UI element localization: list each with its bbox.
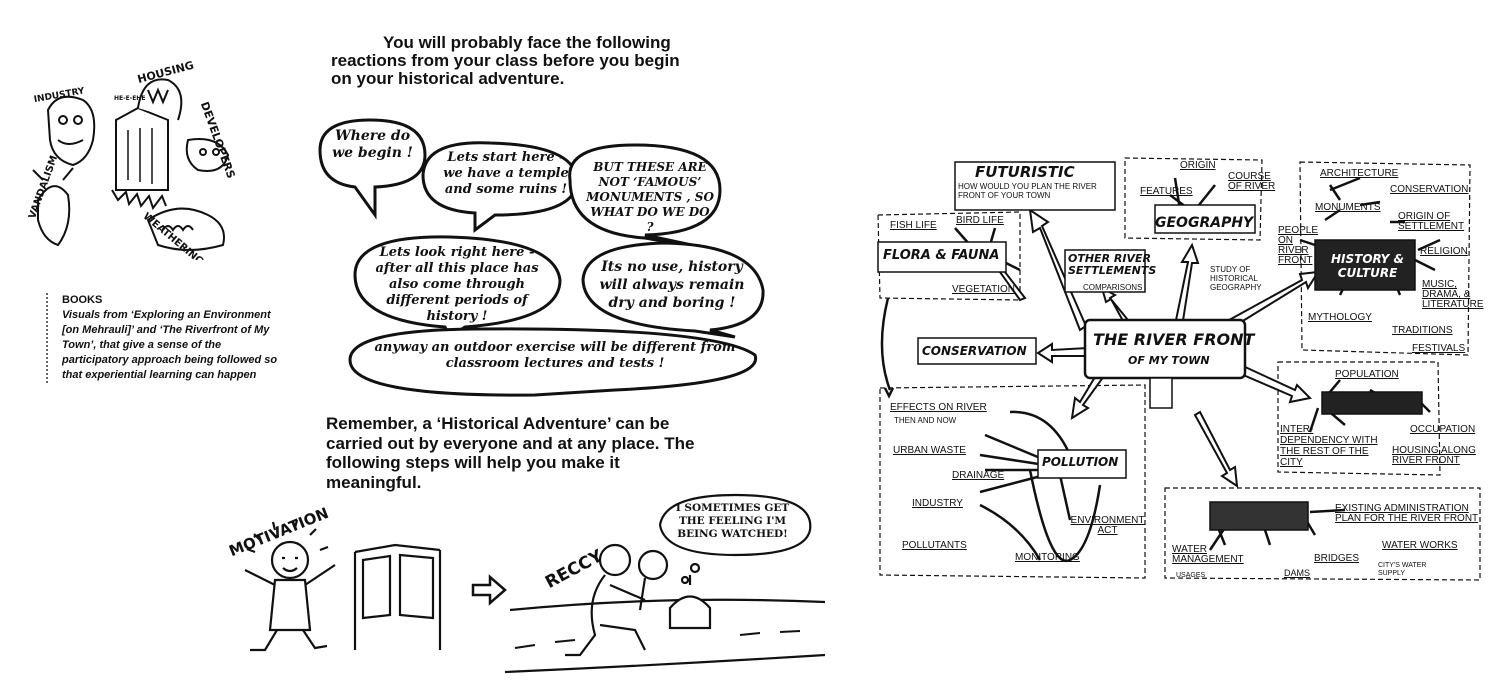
mm-dams: DAMS bbox=[1284, 568, 1311, 578]
river-front-mindmap bbox=[877, 157, 1481, 581]
mm-conservation: CONSERVATION bbox=[922, 344, 1027, 358]
mm-futuristic: FUTURISTIC bbox=[975, 163, 1075, 181]
remember-line-2: carried out by everyone and at any place… bbox=[326, 433, 695, 453]
remember-text: Remember, a ‘Historical Adventure’ can b… bbox=[326, 414, 746, 492]
mm-population: POPULATION bbox=[1335, 369, 1399, 380]
mm-occupation: OCCUPATION bbox=[1410, 424, 1476, 435]
mm-usages: USAGES bbox=[1176, 572, 1206, 579]
mm-water-works: WATER WORKS bbox=[1382, 540, 1458, 551]
mm-study: STUDY OF HISTORICAL GEOGRAPHY bbox=[1210, 265, 1262, 292]
mm-traditions: TRADITIONS bbox=[1392, 325, 1453, 336]
bubble-4: Lets look right here - after all this pl… bbox=[375, 245, 539, 324]
steps-illustration: MOTIVATION RECCY bbox=[226, 493, 825, 674]
mm-music: MUSIC, DRAMA, & LITERATURE bbox=[1422, 279, 1484, 310]
mm-env-act: ENVIRONMENT ACT bbox=[1070, 515, 1145, 536]
mm-center-sub: OF MY TOWN bbox=[1128, 354, 1210, 367]
mm-course: COURSE OF RIVER bbox=[1228, 171, 1276, 192]
mm-bridges: BRIDGES bbox=[1314, 553, 1360, 564]
mm-pollution: POLLUTION bbox=[1042, 455, 1119, 469]
mm-religion: RELIGION bbox=[1420, 246, 1468, 257]
mm-monitoring: MONITORING bbox=[1015, 552, 1080, 563]
mm-interdependency: INTER-DEPENDENCY WITH THE REST OF THE CI… bbox=[1280, 424, 1378, 468]
mm-bird: BIRD LIFE bbox=[956, 215, 1004, 226]
intro-line-1: You will probably face the following bbox=[383, 33, 671, 52]
mm-futuristic-sub: HOW WOULD YOU PLAN THE RIVER FRONT OF YO… bbox=[958, 182, 1097, 200]
bubble-2: Lets start here - we have a temple and s… bbox=[443, 150, 569, 197]
mm-water-mgmt: WATER MANAGEMENT bbox=[1172, 544, 1244, 565]
remember-line-1: Remember, a ‘Historical Adventure’ can b… bbox=[326, 414, 670, 433]
bubble-6: anyway an outdoor exercise will be diffe… bbox=[374, 340, 736, 371]
speech-bubbles bbox=[318, 118, 765, 397]
mm-vegetation: VEGETATION bbox=[952, 284, 1015, 295]
mm-features: FEATURES bbox=[1140, 186, 1193, 197]
mm-origin: ORIGIN bbox=[1180, 160, 1216, 171]
mm-comparisons: COMPARISONS bbox=[1083, 283, 1143, 292]
mm-origin-settlement: ORIGIN OF SETTLEMENT bbox=[1398, 211, 1465, 232]
bubble-5: Its no use, history will always remain d… bbox=[599, 259, 745, 311]
remember-line-4: meaningful. bbox=[326, 472, 422, 492]
remember-line-3: following steps will help you make it bbox=[326, 453, 620, 472]
mm-geography: GEOGRAPHY bbox=[1155, 215, 1254, 231]
mm-people: PEOPLE ON RIVER FRONT bbox=[1278, 225, 1319, 266]
mm-festivals: FESTIVALS bbox=[1412, 343, 1466, 354]
mm-housing-along: HOUSING ALONG RIVER FRONT bbox=[1392, 445, 1476, 466]
intro-line-3: on your historical adventure. bbox=[331, 69, 565, 88]
mm-existing-admin: EXISTING ADMINISTRATION PLAN FOR THE RIV… bbox=[1335, 503, 1479, 524]
caption-body: Visuals from ‘Exploring an Environment [… bbox=[62, 309, 278, 381]
caption-heading: BOOKS bbox=[62, 294, 103, 306]
thought-bubble-text: I SOMETIMES GET THE FEELING I'M BEING WA… bbox=[675, 502, 790, 540]
mm-center: THE RIVER FRONT bbox=[1093, 330, 1255, 349]
mm-mythology: MYTHOLOGY bbox=[1308, 312, 1372, 323]
mm-monuments: MONUMENTS bbox=[1315, 202, 1381, 213]
mm-pollutants: POLLUTANTS bbox=[902, 540, 967, 551]
intro-line-2: reactions from your class before you beg… bbox=[331, 51, 680, 70]
intro-text: You will probably face the following rea… bbox=[331, 34, 711, 88]
mm-other-river: OTHER RIVER SETTLEMENTS bbox=[1068, 252, 1157, 277]
bubble-1: Where do we begin ! bbox=[332, 128, 413, 161]
bubble-3: BUT THESE ARE NOT ‘FAMOUS’ MONUMENTS , S… bbox=[586, 160, 714, 234]
mm-then-now: THEN AND NOW bbox=[894, 416, 957, 425]
noise-label: HE-E-EHE bbox=[114, 95, 145, 102]
mm-urban-waste: URBAN WASTE bbox=[893, 445, 966, 456]
mm-conservation2: CONSERVATION bbox=[1390, 184, 1469, 195]
hazards-cartoon: HOUSING INDUSTRY DEVELOPERS VANDALISM WE… bbox=[28, 59, 238, 260]
mm-architecture: ARCHITECTURE bbox=[1320, 168, 1399, 179]
caption-block: BOOKS Visuals from ‘Exploring an Environ… bbox=[46, 293, 282, 383]
mm-water-supply: CITY'S WATER SUPPLY bbox=[1378, 562, 1427, 577]
mm-industry: INDUSTRY bbox=[912, 498, 963, 509]
mm-history: HISTORY & CULTURE bbox=[1330, 252, 1404, 280]
mm-fish: FISH LIFE bbox=[890, 220, 937, 231]
mm-effects: EFFECTS ON RIVER bbox=[890, 402, 987, 413]
mm-drainage: DRAINAGE bbox=[952, 470, 1005, 481]
mm-flora: FLORA & FAUNA bbox=[883, 248, 1000, 263]
